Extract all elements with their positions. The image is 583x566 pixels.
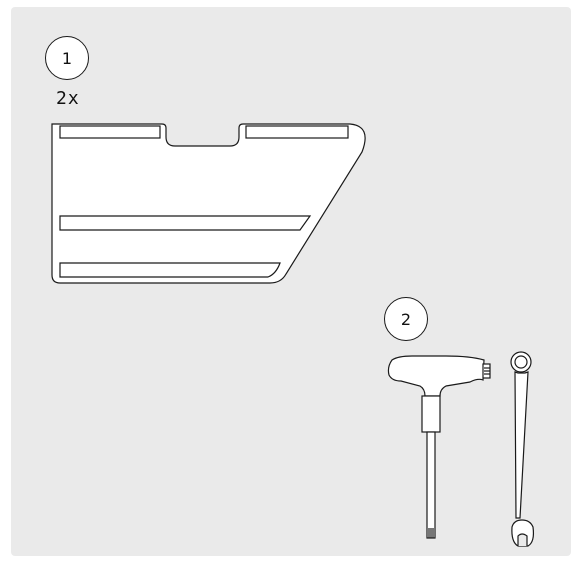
step-2-badge: 2	[384, 297, 428, 341]
side-panel-part	[51, 123, 366, 284]
t-handle-hex-key-icon	[387, 355, 491, 539]
step-1-badge: 1	[45, 36, 89, 80]
combination-wrench-icon	[510, 351, 535, 547]
step-1-quantity: 2x	[56, 88, 80, 109]
step-1-number: 1	[61, 48, 73, 68]
step-2-number: 2	[400, 309, 412, 329]
